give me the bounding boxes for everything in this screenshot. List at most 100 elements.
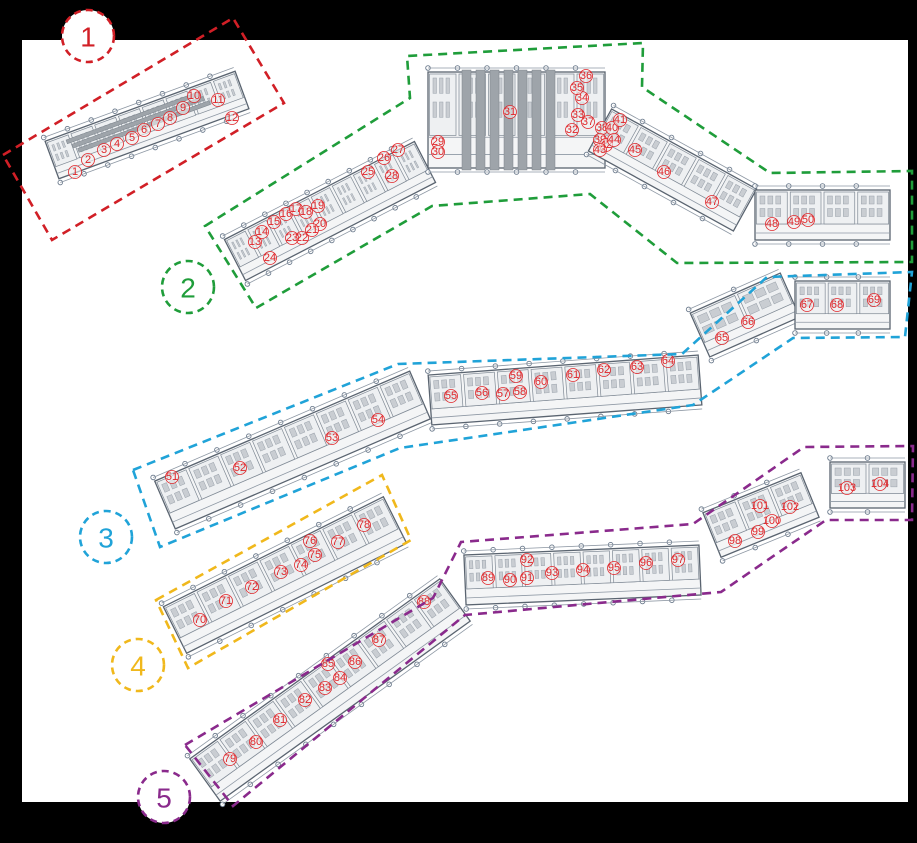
room-number-60: 60 [534, 375, 548, 389]
room-number-marker [391, 143, 405, 157]
room-number-marker [303, 534, 317, 548]
room-number-text: 38 [596, 122, 608, 134]
room-number-text: 102 [781, 501, 799, 513]
room-number-text: 73 [275, 566, 287, 578]
room-number-marker [565, 123, 579, 137]
room-number-98: 98 [728, 534, 742, 548]
furniture-block [677, 361, 684, 371]
furniture-block [445, 77, 450, 94]
furniture-block [696, 312, 710, 324]
room-number-text: 53 [326, 432, 338, 444]
furniture-block [746, 511, 756, 522]
wing-zone-3-mid [425, 350, 703, 432]
furniture-block [703, 182, 713, 192]
room-number-marker [255, 225, 269, 239]
zone-2-badge: 2 [160, 259, 216, 315]
furniture-block [299, 219, 306, 228]
furniture-block [266, 723, 277, 734]
column-marker [610, 102, 617, 109]
furniture-block [729, 518, 739, 529]
room-number-text: 65 [716, 332, 728, 344]
room-cell [386, 600, 432, 648]
column-marker [219, 233, 226, 239]
furniture-block [881, 467, 889, 476]
room-number-marker [273, 713, 287, 727]
furniture-block [404, 391, 414, 402]
furniture-block [252, 717, 263, 728]
furniture-block [831, 286, 837, 295]
furniture-block [667, 148, 676, 158]
furniture-block [890, 467, 898, 476]
furniture-block [262, 452, 271, 464]
furniture-block [658, 564, 663, 574]
furniture-block [610, 379, 617, 389]
room-number-marker [274, 565, 288, 579]
room-number-marker [765, 514, 779, 528]
furniture-block [770, 292, 784, 305]
room-number-marker [581, 115, 595, 129]
room-number-text: 104 [871, 478, 889, 490]
furniture-block [224, 737, 235, 748]
grid-line [688, 269, 779, 310]
furniture-block [294, 703, 305, 714]
furniture-block [264, 559, 274, 571]
room-number-marker [357, 518, 371, 532]
zone-3-badge: 3 [78, 509, 134, 565]
room-number-marker [163, 111, 177, 125]
auditorium-seating [65, 69, 556, 171]
room-cell [331, 176, 365, 213]
room-number-marker [233, 461, 247, 475]
furniture-block [861, 195, 867, 205]
furniture-block [628, 553, 634, 563]
room-number-13: 13 [248, 235, 262, 249]
furniture-block [584, 368, 591, 378]
column-marker [244, 281, 251, 287]
room-cell [413, 580, 460, 628]
furniture-block [652, 376, 659, 386]
room-number-text: 17 [290, 203, 302, 215]
wing-zone-2-west [219, 137, 438, 287]
room-number-54: 54 [371, 413, 385, 427]
room-number-text: 76 [304, 535, 316, 547]
room-number-marker [125, 131, 139, 145]
furniture-block [434, 392, 441, 402]
room-number-text: 22 [296, 232, 308, 244]
room-number-text: 52 [234, 462, 246, 474]
furniture-block [235, 239, 241, 248]
furniture-block [227, 79, 233, 87]
furniture-block [468, 560, 474, 570]
furniture-block [681, 563, 686, 573]
furniture-block [379, 516, 389, 528]
room-number-92: 92 [520, 553, 534, 567]
furniture-block [203, 752, 214, 764]
room-number-48: 48 [765, 217, 779, 231]
room-number-marker [223, 752, 237, 766]
furniture-block [265, 708, 276, 719]
room-number-marker [325, 431, 339, 445]
furniture-block [373, 505, 383, 516]
room-number-text: 50 [802, 214, 814, 226]
furniture-block [343, 668, 354, 679]
furniture-block [445, 101, 450, 118]
room-number-text: 15 [268, 216, 280, 228]
room-number-26: 26 [377, 151, 391, 165]
furniture-block [651, 363, 658, 373]
furniture-block [409, 162, 416, 171]
furniture-block [863, 286, 868, 295]
furniture-block [636, 377, 643, 387]
room-number-64: 64 [661, 354, 675, 368]
room-number-text: 54 [372, 414, 384, 426]
furniture-block [200, 465, 210, 476]
room-number-text: 4 [114, 138, 120, 150]
room-number-text: 28 [386, 170, 398, 182]
room-number-marker [211, 93, 225, 107]
room-number-46: 46 [657, 165, 671, 179]
room-number-89: 89 [481, 571, 495, 585]
zone-badge-label: 5 [156, 783, 172, 814]
furniture-block [211, 763, 221, 774]
room-number-10: 10 [187, 89, 201, 103]
furniture-block [540, 557, 545, 567]
furniture-block [309, 432, 318, 444]
furniture-block [238, 743, 249, 754]
furniture-block [334, 524, 345, 536]
